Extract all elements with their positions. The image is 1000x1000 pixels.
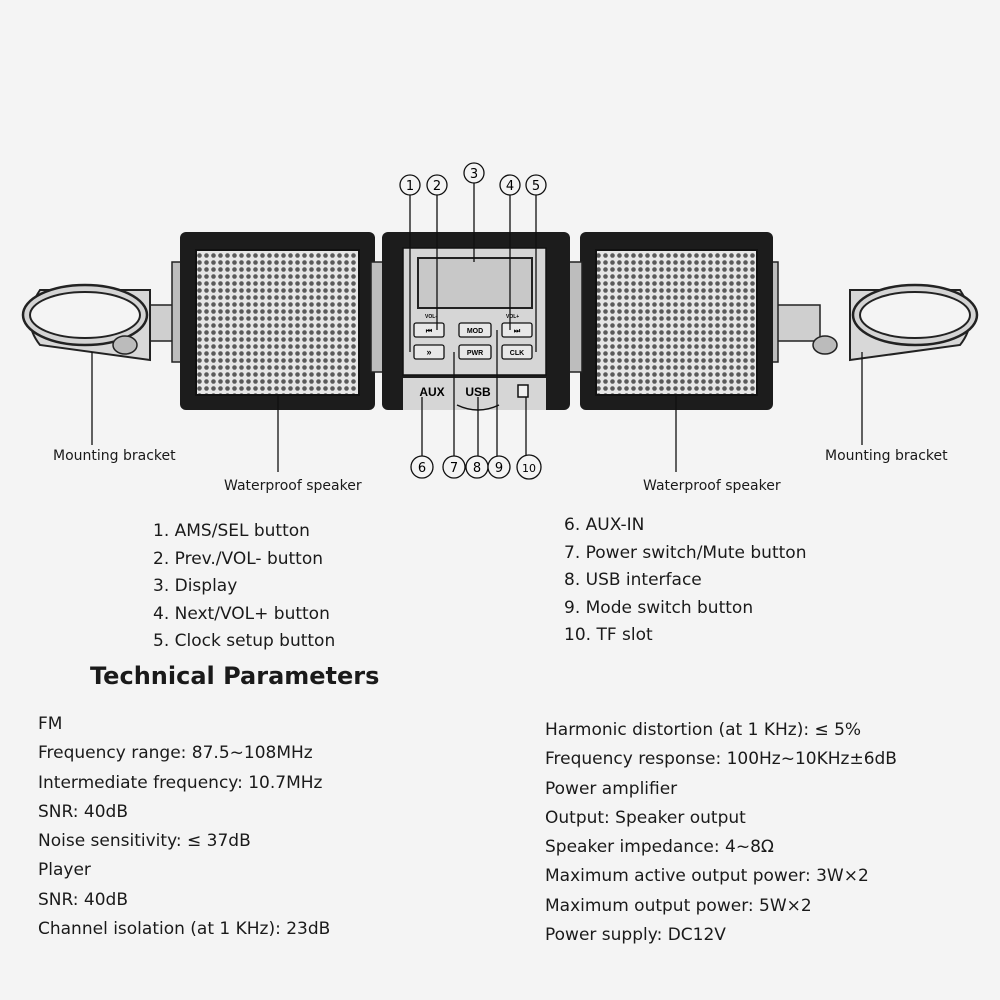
aux-in-port[interactable]: AUX [419, 385, 444, 399]
vol-plus-mark: VOL+ [506, 314, 519, 320]
params-left: FM Frequency range: 87.5~108MHz Intermed… [38, 710, 330, 944]
legend-item: 10. TF slot [564, 625, 653, 645]
svg-text:5: 5 [532, 179, 540, 194]
legend-item: 5. Clock setup button [153, 631, 336, 651]
legend-item: 9. Mode switch button [564, 597, 754, 618]
param-line: Player [38, 860, 91, 881]
callout-1: 1 [399, 174, 421, 196]
param-line: Maximum output power: 5W×2 [545, 895, 812, 916]
callout-2: 2 [426, 174, 448, 196]
callout-4: 4 [499, 174, 521, 196]
right-mounting-bracket [765, 261, 979, 363]
center-control-unit: VOL- VOL+ ⏮ MOD ⏭ » PWR CLK AUX USB [382, 232, 570, 411]
svg-text:PWR: PWR [467, 350, 483, 357]
param-line: Channel isolation (at 1 KHz): 23dB [38, 919, 331, 940]
legend-item: 4. Next/VOL+ button [153, 603, 330, 624]
svg-text:3: 3 [470, 167, 478, 182]
svg-text:7: 7 [450, 461, 458, 476]
callout-6: 6 [410, 455, 434, 479]
next-vol-plus-button[interactable]: ⏭ [501, 322, 533, 338]
param-line: SNR: 40dB [38, 889, 129, 910]
legend-item: 6. AUX-IN [564, 515, 645, 535]
vol-minus-mark: VOL- [425, 314, 437, 320]
svg-text:10: 10 [522, 462, 536, 475]
svg-text:⏮: ⏮ [426, 328, 433, 335]
param-line: Intermediate frequency: 10.7MHz [38, 772, 323, 793]
power-mute-button[interactable]: PWR [458, 344, 492, 360]
param-line: FM [38, 714, 63, 734]
usb-port[interactable]: USB [465, 385, 491, 399]
legend-item: 1. AMS/SEL button [153, 521, 310, 541]
legend-item: 3. Display [153, 576, 238, 596]
lcd-display [417, 257, 533, 309]
section-title: Technical Parameters [90, 662, 380, 690]
callout-5: 5 [525, 174, 547, 196]
svg-text:CLK: CLK [510, 350, 524, 357]
svg-text:8: 8 [473, 461, 481, 476]
legend-item: 8. USB interface [564, 570, 702, 590]
svg-text:6: 6 [418, 461, 426, 476]
param-line: SNR: 40dB [38, 801, 129, 822]
product-diagram: VOL- VOL+ ⏮ MOD ⏭ » PWR CLK AUX USB [21, 162, 979, 480]
ams-sel-button[interactable]: » [413, 344, 445, 360]
label-leader-lines [91, 352, 863, 472]
right-waterproof-speaker [580, 232, 773, 410]
param-line: Noise sensitivity: ≤ 37dB [38, 831, 251, 852]
legend-left: 1. AMS/SEL button 2. Prev./VOL- button 3… [153, 518, 335, 656]
legend-right: 6. AUX-IN 7. Power switch/Mute button 8.… [564, 512, 806, 650]
param-line: Frequency response: 100Hz~10KHz±6dB [545, 749, 897, 770]
params-right: Harmonic distortion (at 1 KHz): ≤ 5% Fre… [545, 716, 897, 950]
param-line: Harmonic distortion (at 1 KHz): ≤ 5% [545, 720, 862, 740]
callout-9: 9 [487, 455, 511, 479]
callout-3: 3 [463, 162, 485, 184]
legend-item: 7. Power switch/Mute button [564, 542, 807, 563]
left-waterproof-speaker [180, 232, 375, 410]
label-mounting-bracket-left: Mounting bracket [53, 448, 176, 464]
mode-button[interactable]: MOD [458, 322, 492, 338]
param-line: Output: Speaker output [545, 807, 746, 828]
param-line: Power amplifier [545, 778, 678, 799]
svg-text:4: 4 [506, 179, 514, 194]
callout-8: 8 [465, 455, 489, 479]
svg-text:9: 9 [495, 461, 503, 476]
param-line: Frequency range: 87.5~108MHz [38, 743, 313, 764]
prev-vol-minus-button[interactable]: ⏮ [413, 322, 445, 338]
label-waterproof-speaker-right: Waterproof speaker [643, 478, 781, 494]
svg-text:1: 1 [406, 179, 414, 194]
svg-text:MOD: MOD [467, 328, 483, 335]
callout-10: 10 [516, 454, 542, 480]
clock-setup-button[interactable]: CLK [501, 344, 533, 360]
left-mounting-bracket [21, 261, 186, 363]
callout-7: 7 [442, 455, 466, 479]
param-line: Speaker impedance: 4~8Ω [545, 837, 774, 858]
param-line: Maximum active output power: 3W×2 [545, 866, 869, 887]
svg-text:»: » [426, 347, 431, 357]
param-line: Power supply: DC12V [545, 925, 726, 946]
label-mounting-bracket-right: Mounting bracket [825, 448, 948, 464]
top-leader-lines [409, 183, 537, 352]
label-waterproof-speaker-left: Waterproof speaker [224, 478, 362, 494]
svg-text:2: 2 [433, 179, 441, 194]
legend-item: 2. Prev./VOL- button [153, 548, 324, 569]
tf-slot[interactable] [517, 384, 529, 398]
bottom-leader-lines [421, 330, 527, 456]
svg-text:⏭: ⏭ [514, 328, 521, 335]
